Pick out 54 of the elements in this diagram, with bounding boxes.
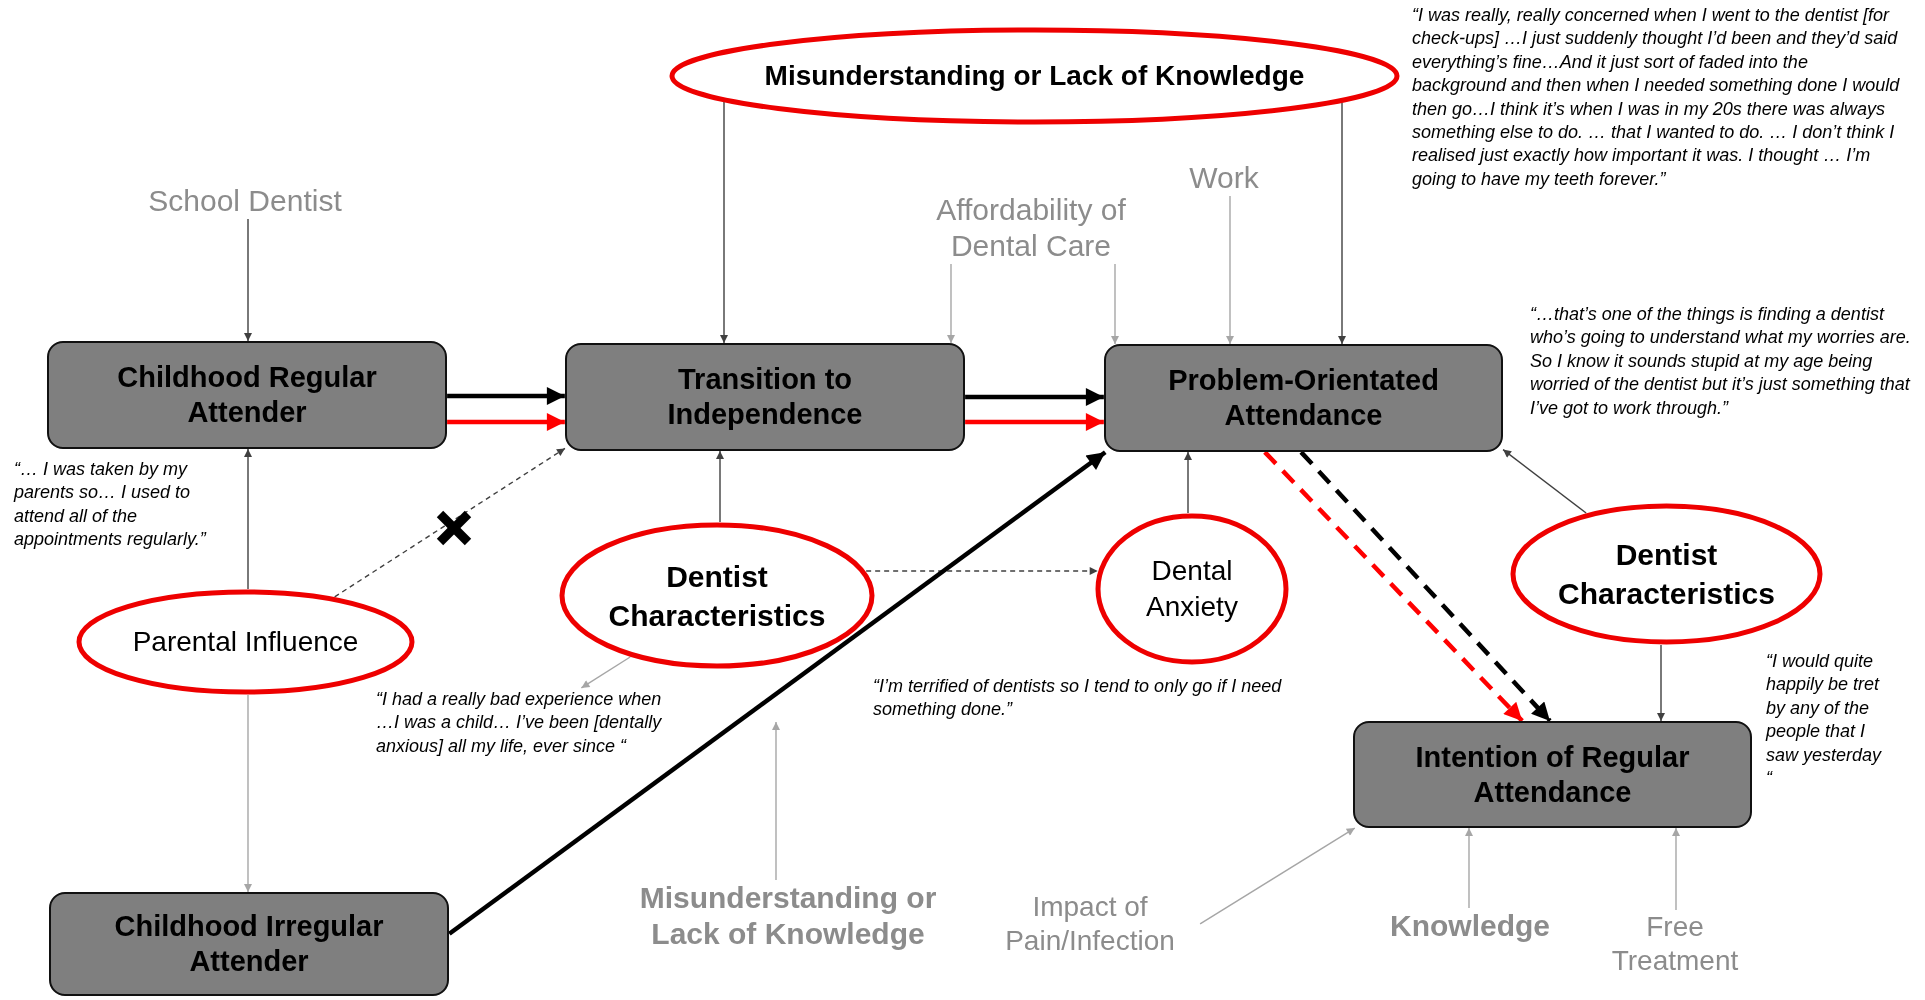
factor-label: Parental Influence — [132, 624, 359, 659]
arrow — [716, 450, 724, 523]
arrow — [580, 656, 631, 689]
process-box — [49, 892, 449, 996]
arrow — [1465, 827, 1473, 909]
dashed-arrow — [1299, 450, 1552, 723]
arrow — [1338, 101, 1346, 345]
arrow — [448, 450, 1107, 936]
process-box — [565, 343, 965, 451]
factor-label: Dentist Characteristics — [1557, 537, 1776, 612]
process-box — [47, 341, 447, 449]
box-label: Intention of Regular Attendance — [1414, 739, 1691, 810]
arrow — [1184, 451, 1192, 514]
box-label: Childhood Irregular Attender — [113, 909, 385, 979]
arrow — [720, 101, 728, 344]
arrow — [244, 694, 252, 893]
arrow — [772, 721, 780, 881]
dashed-arrow — [1263, 450, 1524, 723]
factor-label: School Dentist — [130, 183, 360, 219]
arrow — [1502, 448, 1587, 514]
arrow — [244, 448, 252, 590]
quote-text: “I would quite happily be tret by any of the people that I saw yesterday “ — [1766, 650, 1883, 790]
arrow — [965, 413, 1104, 431]
factor-label: Work — [1164, 160, 1284, 196]
dashed-arrow — [865, 567, 1099, 575]
arrow — [244, 218, 252, 342]
box-label: Transition to Independence — [666, 362, 864, 432]
arrow — [1226, 195, 1234, 345]
box-label: Childhood Regular Attender — [116, 360, 378, 430]
arrow — [447, 387, 565, 405]
arrow — [947, 263, 955, 344]
box-label: Problem-Orientated Attendance — [1167, 363, 1440, 433]
factor-label: Impact of Pain/Infection — [980, 890, 1200, 958]
factor-label: Dental Anxiety — [1145, 553, 1239, 624]
quote-text: “…that’s one of the things is finding a dentist who’s going to understand what my worries are. So I know it sounds stupid at my age being worried of the dentist but it’s just something that I’ve got to work through.” — [1530, 303, 1912, 420]
arrow — [1199, 827, 1356, 925]
factor-label: Dentist Characteristics — [607, 558, 827, 634]
factor-label: Affordability of Dental Care — [900, 192, 1162, 264]
quote-text: “I was really, really concerned when I went to the dentist [for check-ups] …I just suddenly thought I’d been and they’d said everything’s fine…And it just sort of faded into the background and then when I needed something done I would then go…I think it’s when I was in my 20s there was always something else to do. … that I wanted to do. … I don’t think I realised just exactly how important it was. I thought … I’m going to have my teeth forever.” — [1412, 4, 1901, 191]
process-box — [1104, 344, 1503, 452]
dashed-arrow — [333, 447, 566, 598]
arrow — [1672, 827, 1680, 911]
arrow — [447, 413, 565, 431]
quote-text: “I had a really bad experience when …I was a child… I’ve been [dentally anxious] all my life, ever since “ — [376, 688, 676, 759]
quote-text: “… I was taken by my parents so… I used to attend all of the appointments regularly.” — [14, 458, 208, 552]
arrow — [1111, 263, 1119, 345]
factor-label: Knowledge — [1370, 908, 1570, 944]
arrow — [965, 388, 1104, 406]
factor-label: Free Treatment — [1590, 910, 1760, 978]
process-box — [1353, 721, 1752, 828]
arrow — [1657, 644, 1665, 722]
quote-text: “I’m terrified of dentists so I tend to only go if I need something done.” — [873, 675, 1283, 722]
factor-label: Misunderstanding or Lack of Knowledge — [610, 880, 966, 952]
factor-label: Misunderstanding or Lack of Knowledge — [764, 58, 1305, 93]
